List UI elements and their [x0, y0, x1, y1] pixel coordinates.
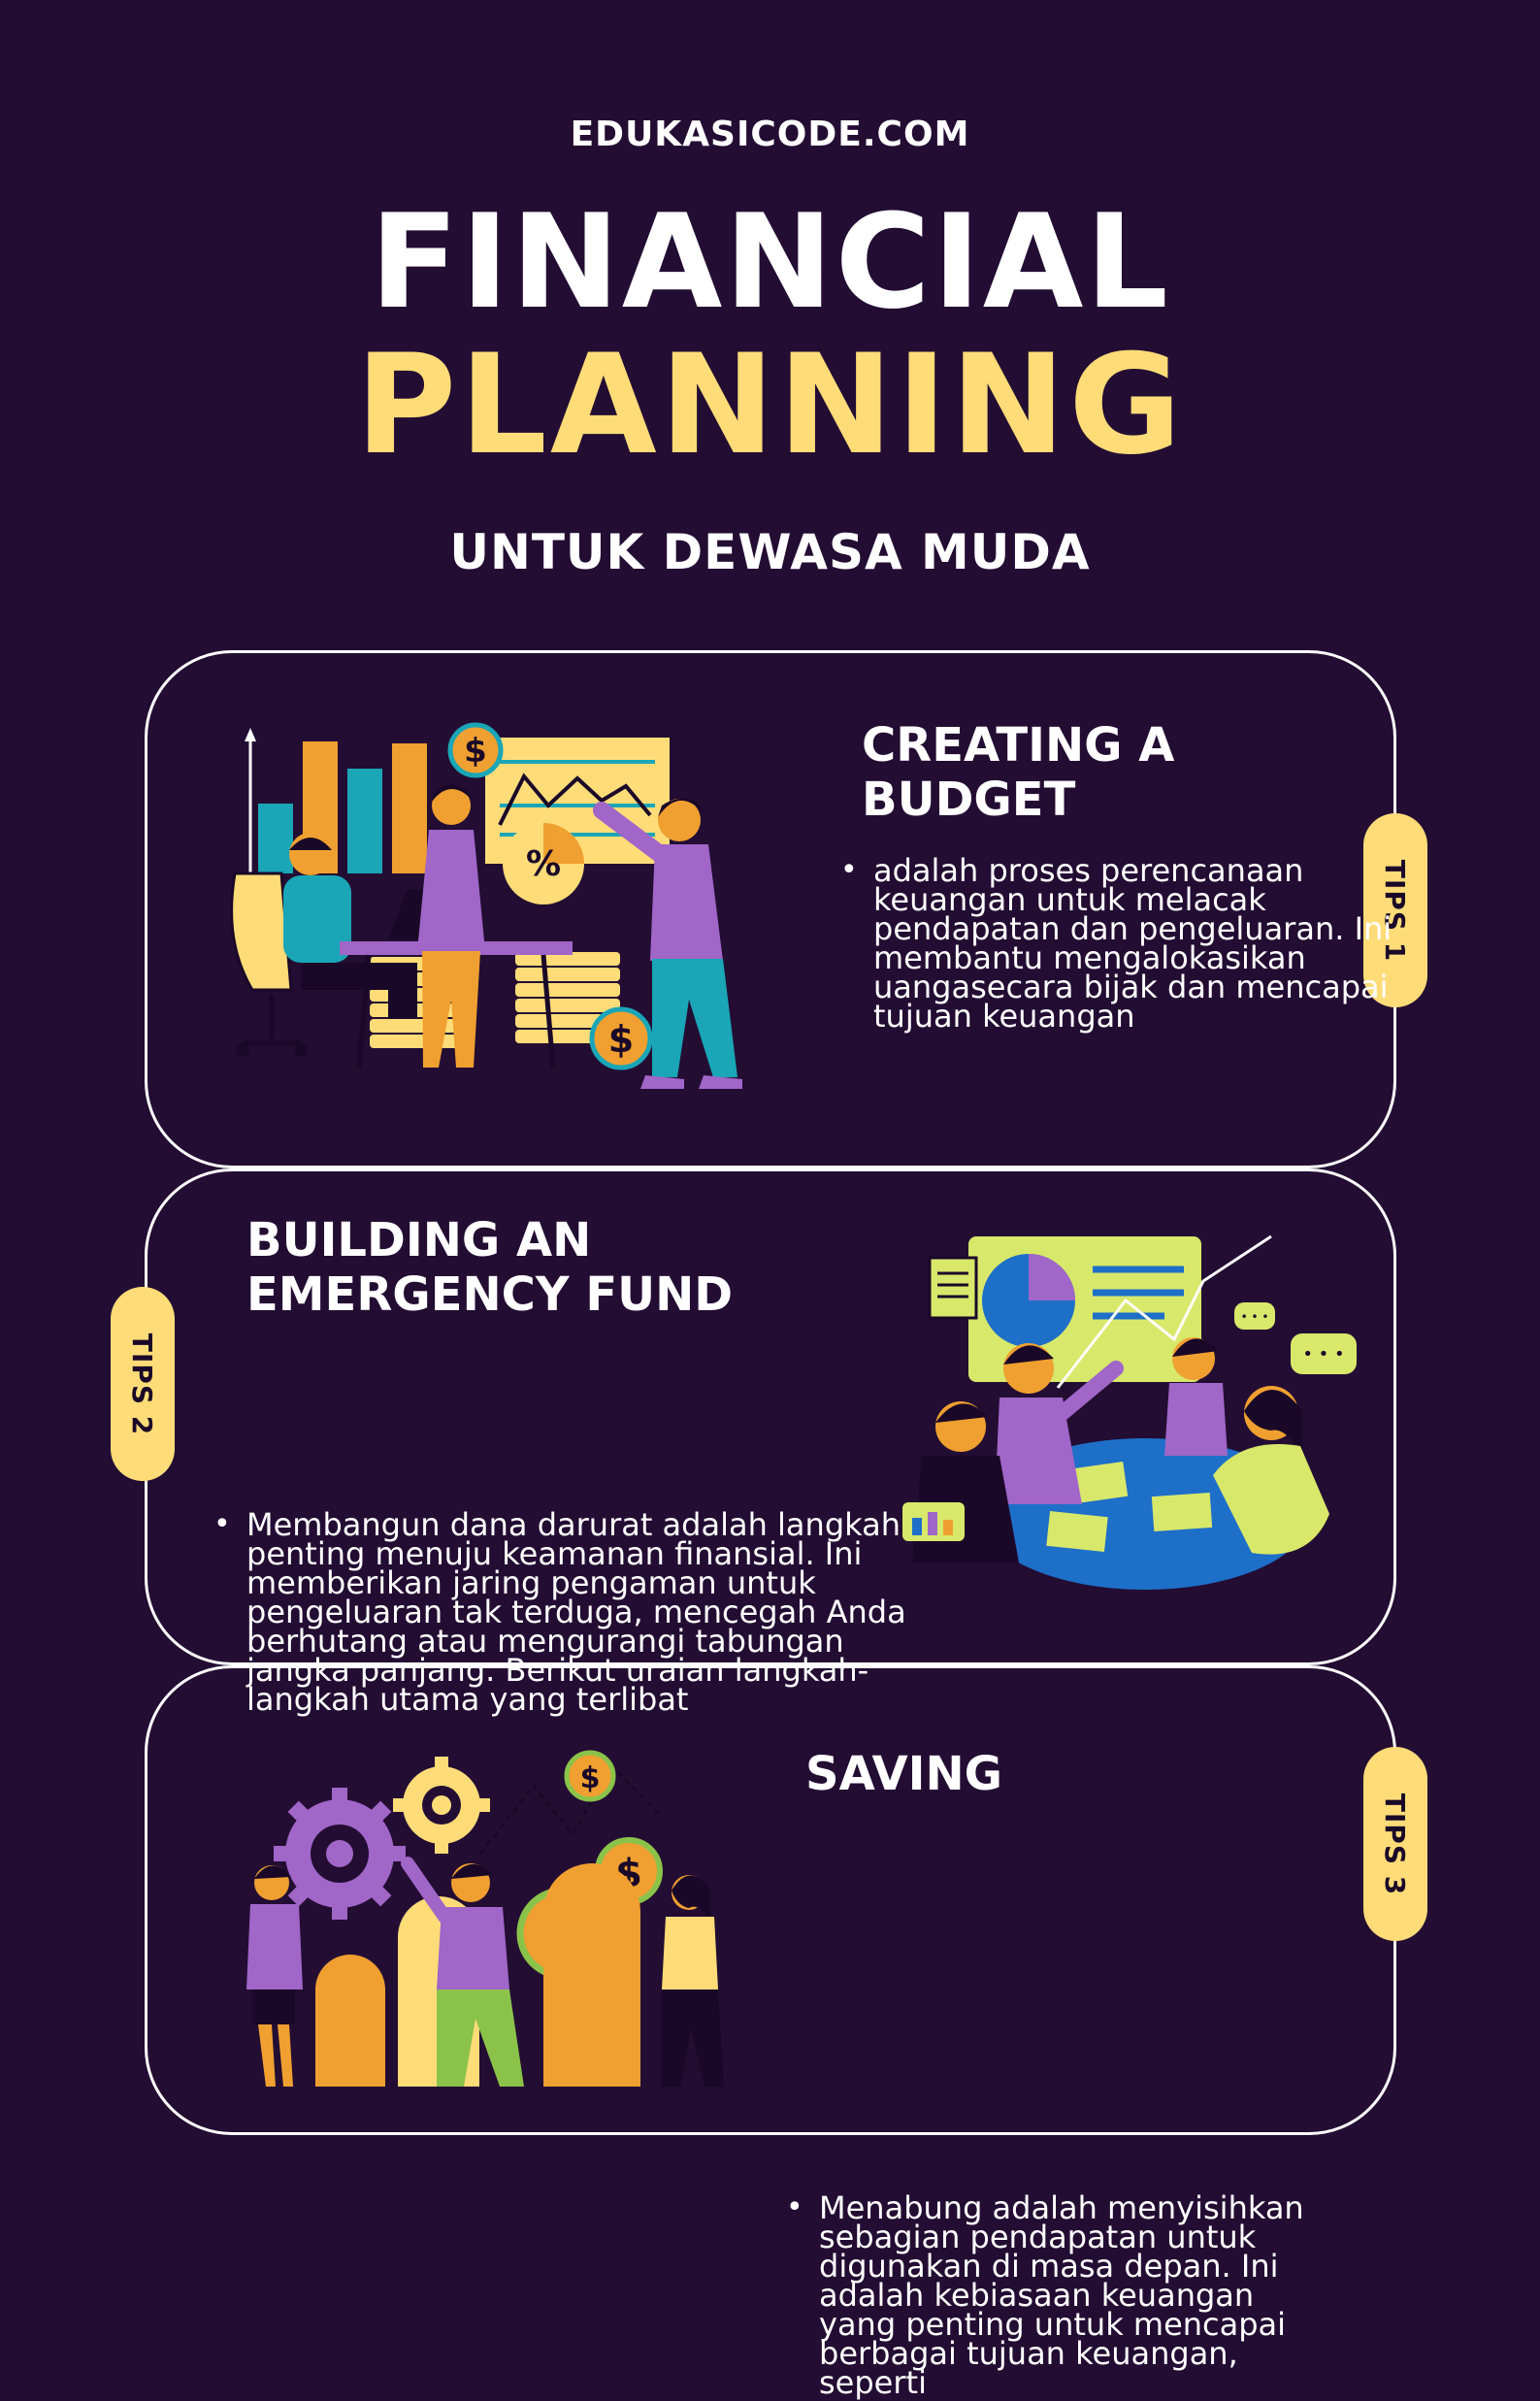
tip-1-body: adalah proses perencanaan keuangan untuk… [840, 855, 1397, 1032]
tip-3-body: Menabung adalah menyisihkan sebagian pen… [786, 2192, 1324, 2398]
tip-3-heading-line1: SAVING [805, 1747, 1003, 1801]
tip-2-heading-line1: BUILDING AN [246, 1213, 592, 1267]
page-subtitle: UNTUK DEWASA MUDA [449, 524, 1091, 580]
emergency-fund-illustration: • • • • • • [902, 1234, 1357, 1590]
percent-icon: % [526, 844, 561, 884]
gear-icon [274, 1788, 406, 1920]
site-name: EDUKASICODE.COM [570, 115, 970, 154]
tip-2-body: Membangun dana darurat adalah langkah pe… [213, 1509, 945, 1715]
tips-2-tab: TIPS 2 [111, 1287, 175, 1481]
dollar-coin-icon-3: $ [580, 1761, 601, 1795]
tips-2-label: TIPS 2 [126, 1332, 159, 1435]
budget-illustration: $ % $ [230, 722, 742, 1089]
tip-1-heading-line2: BUDGET [862, 773, 1076, 827]
page-title-line1: FINANCIAL [370, 186, 1170, 338]
saving-illustration: $ $ $ [246, 1750, 724, 2087]
chat-bubble-icon: • • • [1241, 1310, 1269, 1324]
dollar-coin-icon-2: $ [608, 1018, 634, 1061]
dollar-coin-icon: $ [464, 732, 487, 771]
tip-1-heading-line1: CREATING A [862, 718, 1175, 773]
chat-bubble-icon-2: • • • [1302, 1344, 1344, 1365]
tip-2-heading-line2: EMERGENCY FUND [246, 1267, 734, 1322]
tips-3-label: TIPS 3 [1379, 1793, 1412, 1895]
tip-3-heading: SAVING [805, 1747, 1291, 1801]
tip-1-heading: CREATING A BUDGET [862, 718, 1327, 827]
page-title-line2: PLANNING [355, 325, 1185, 485]
tips-3-tab: TIPS 3 [1363, 1747, 1427, 1941]
tip-2-heading: BUILDING AN EMERGENCY FUND [246, 1213, 868, 1322]
gear-icon-2 [393, 1757, 490, 1854]
